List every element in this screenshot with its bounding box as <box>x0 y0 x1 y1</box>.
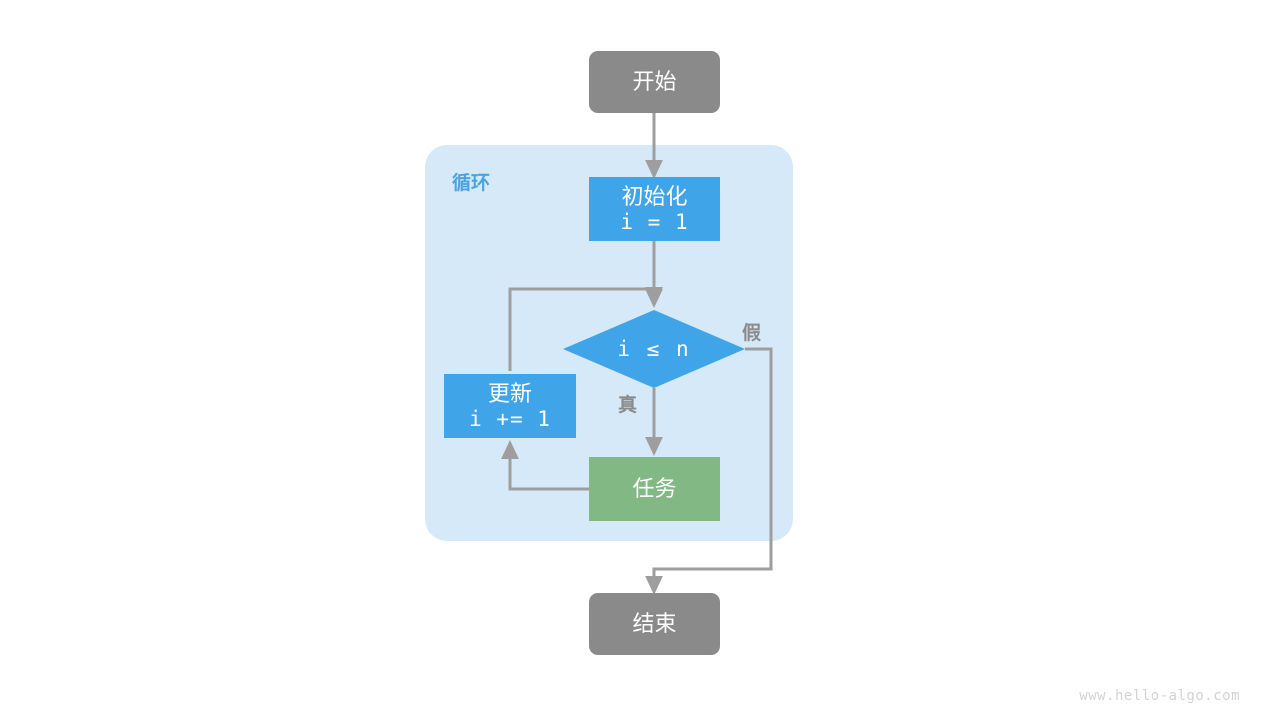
node-update-label-line1: 更新 <box>487 380 532 406</box>
node-update-label-line2: i += 1 <box>469 406 551 431</box>
condition-diamond <box>563 310 745 388</box>
edge-update-to-condition <box>508 286 663 371</box>
node-init-label-line2: i = 1 <box>620 209 689 234</box>
edge-label-true: 真 <box>618 395 638 416</box>
node-task[interactable]: 任务 <box>589 457 720 521</box>
node-task-label: 任务 <box>632 476 677 502</box>
watermark: www.hello-algo.com <box>1079 688 1240 704</box>
node-init[interactable]: 初始化 i = 1 <box>589 177 720 241</box>
loop-container-label: 循环 <box>452 173 491 194</box>
node-end-label: 结束 <box>632 611 677 637</box>
node-init-label-line1: 初始化 <box>621 183 688 209</box>
node-update[interactable]: 更新 i += 1 <box>444 374 576 438</box>
edge-condition-to-end <box>645 347 773 595</box>
node-start-label: 开始 <box>632 69 677 95</box>
edge-label-false: 假 <box>742 323 762 344</box>
edge-task-to-update <box>501 440 589 491</box>
node-end[interactable]: 结束 <box>589 593 720 655</box>
node-start[interactable]: 开始 <box>589 51 720 113</box>
